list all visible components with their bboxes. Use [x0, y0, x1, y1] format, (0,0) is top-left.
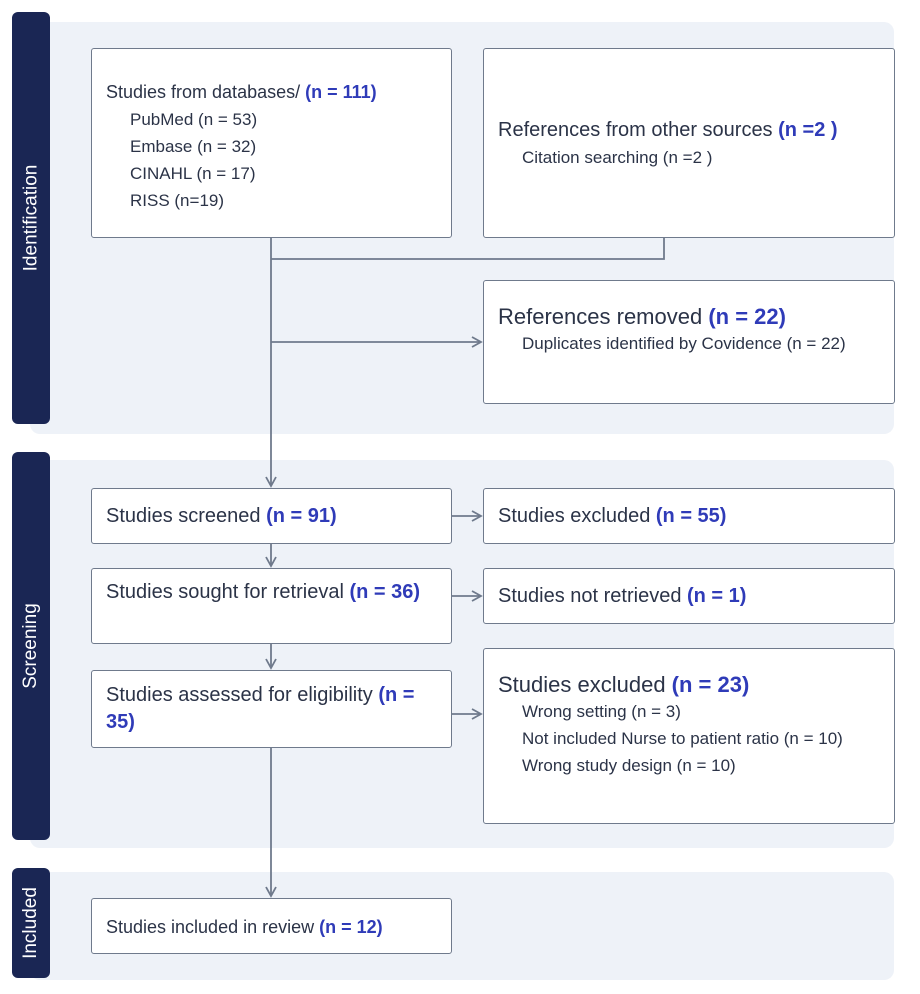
- removed-detail: Duplicates identified by Covidence (n = …: [522, 334, 846, 353]
- screened-count: (n = 91): [266, 505, 337, 527]
- databases-count: (n = 111): [305, 82, 377, 102]
- removed-heading: References removed (n = 22): [498, 303, 880, 330]
- databases-heading: Studies from databases/ (n = 111): [106, 79, 437, 106]
- assessed-heading: Studies assessed for eligibility (n = 35…: [106, 682, 437, 736]
- excluded-screen-title: Studies excluded: [498, 505, 656, 527]
- excluded-elig-heading: Studies excluded (n = 23): [498, 671, 880, 698]
- databases-box: Studies from databases/ (n = 111) PubMed…: [91, 48, 452, 238]
- excluded-elig-count: (n = 23): [671, 672, 750, 697]
- included-box: Studies included in review (n = 12): [91, 898, 452, 954]
- exclusion-reason: Wrong study design (n = 10): [522, 756, 736, 775]
- screened-box: Studies screened (n = 91): [91, 488, 452, 544]
- sought-box: Studies sought for retrieval (n = 36): [91, 568, 452, 644]
- other-sources-count: (n =2 ): [778, 119, 838, 141]
- assessed-box: Studies assessed for eligibility (n = 35…: [91, 670, 452, 748]
- not-retrieved-count: (n = 1): [687, 585, 747, 607]
- sought-title: Studies sought for retrieval: [106, 581, 350, 603]
- excluded-elig-box: Studies excluded (n = 23) Wrong setting …: [483, 648, 895, 824]
- stage-screening: Screening: [12, 452, 50, 840]
- database-item: CINAHL (n = 17): [130, 164, 256, 183]
- sought-count: (n = 36): [349, 581, 421, 603]
- not-retrieved-title: Studies not retrieved: [498, 585, 687, 607]
- other-sources-title: References from other sources: [498, 119, 779, 141]
- stage-included: Included: [12, 868, 50, 978]
- included-heading: Studies included in review (n = 12): [106, 914, 437, 941]
- excluded-screen-box: Studies excluded (n = 55): [483, 488, 895, 544]
- included-title: Studies included in review: [106, 917, 320, 937]
- database-item: Embase (n = 32): [130, 137, 257, 156]
- removed-box: References removed (n = 22) Duplicates i…: [483, 280, 895, 404]
- assessed-count: (n = 35): [106, 684, 415, 733]
- sought-heading: Studies sought for retrieval (n = 36): [106, 579, 437, 606]
- excluded-elig-title: Studies excluded: [498, 672, 672, 697]
- other-sources-heading: References from other sources (n =2 ): [498, 117, 880, 144]
- excluded-screen-heading: Studies excluded (n = 55): [498, 503, 880, 530]
- excluded-screen-count: (n = 55): [655, 505, 727, 527]
- included-count: (n = 12): [319, 917, 383, 937]
- removed-count: (n = 22): [708, 304, 786, 329]
- exclusion-reason: Not included Nurse to patient ratio (n =…: [522, 729, 843, 748]
- other-source-item: Citation searching (n =2 ): [522, 148, 713, 167]
- connector-other-sources-merge: [271, 238, 665, 260]
- removed-title: References removed: [498, 304, 709, 329]
- other-sources-box: References from other sources (n =2 ) Ci…: [483, 48, 895, 238]
- databases-title: Studies from databases/: [106, 82, 306, 102]
- screened-heading: Studies screened (n = 91): [106, 503, 437, 530]
- not-retrieved-box: Studies not retrieved (n = 1): [483, 568, 895, 624]
- assessed-title: Studies assessed for eligibility: [106, 684, 379, 706]
- database-item: RISS (n=19): [130, 191, 225, 210]
- not-retrieved-heading: Studies not retrieved (n = 1): [498, 583, 880, 610]
- database-item: PubMed (n = 53): [130, 110, 258, 129]
- stage-identification: Identification: [12, 12, 50, 424]
- screened-title: Studies screened: [106, 505, 267, 527]
- exclusion-reason: Wrong setting (n = 3): [522, 702, 681, 721]
